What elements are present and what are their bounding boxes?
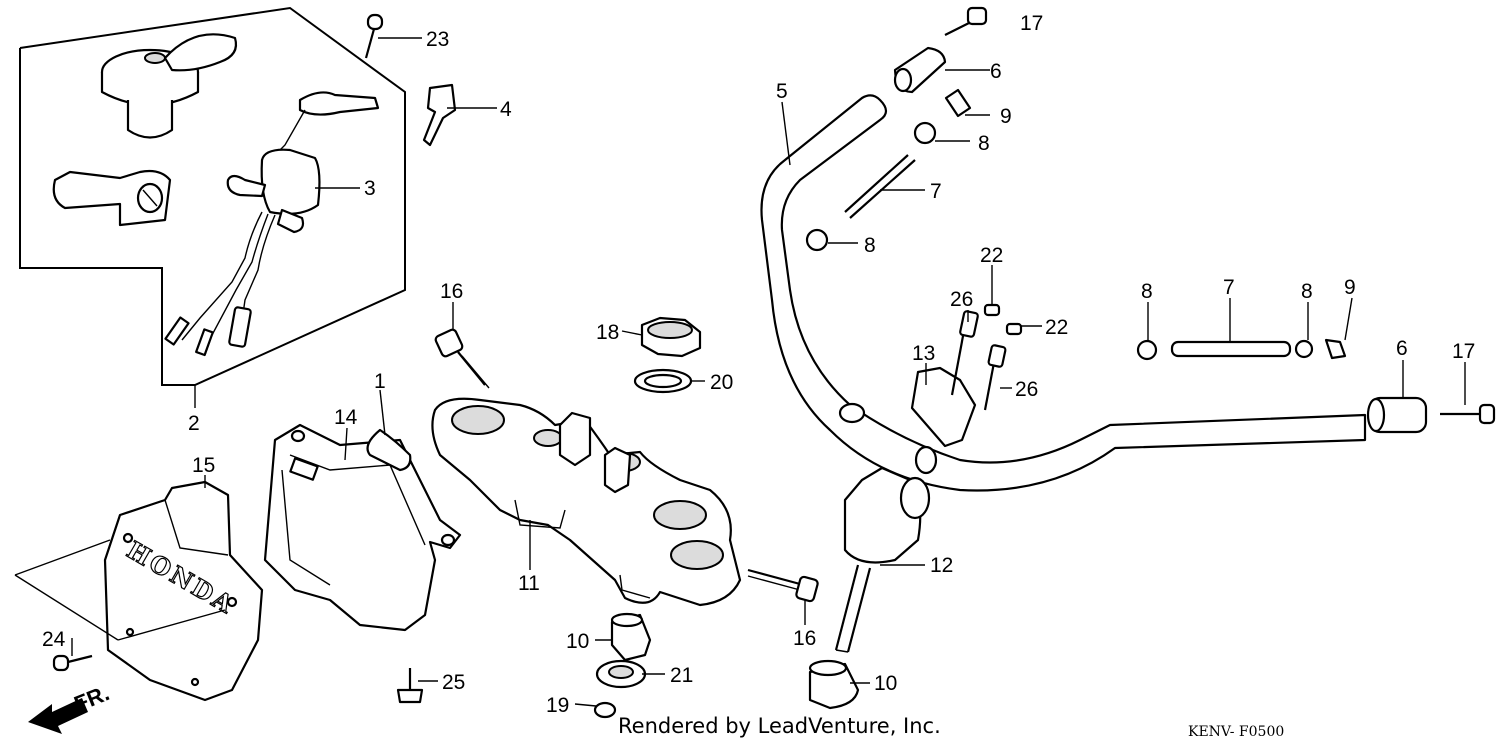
callout-5: 5 bbox=[776, 80, 788, 103]
handlebar-weight-right bbox=[1366, 396, 1496, 434]
callout-20: 20 bbox=[710, 371, 733, 394]
callout-17-upper: 17 bbox=[1020, 12, 1043, 35]
callout-8-right-a: 8 bbox=[1141, 280, 1153, 303]
diagram-code: KENV- F0500 bbox=[1188, 724, 1285, 740]
rubber-cushion-left bbox=[610, 612, 652, 662]
callout-26-upper: 26 bbox=[950, 288, 973, 311]
callout-26-lower: 26 bbox=[1015, 378, 1038, 401]
front-direction-label: FR. bbox=[71, 680, 113, 716]
callout-22-upper: 22 bbox=[980, 244, 1003, 267]
front-direction-arrow: FR. bbox=[28, 680, 113, 734]
ignition-switch-group bbox=[19, 6, 457, 386]
callout-17-right: 17 bbox=[1452, 340, 1475, 363]
callout-16-lower: 16 bbox=[793, 627, 816, 650]
callout-24: 24 bbox=[42, 628, 66, 651]
handlebar bbox=[760, 94, 1367, 492]
callout-8-left: 8 bbox=[864, 234, 876, 257]
handlebar-holder bbox=[910, 366, 977, 448]
nut-19 bbox=[593, 701, 617, 719]
rod-7-upper bbox=[844, 154, 909, 213]
callout-6-right: 6 bbox=[1396, 337, 1408, 360]
render-credit: Rendered by LeadVenture, Inc. bbox=[618, 714, 941, 738]
nut-8-d bbox=[1294, 339, 1314, 359]
callout-19: 19 bbox=[546, 694, 569, 717]
collar-9-right bbox=[1324, 338, 1347, 360]
emblem-cover: HONDA bbox=[14, 480, 264, 702]
callout-8-right-b: 8 bbox=[1301, 280, 1313, 303]
rod-7-right bbox=[1170, 340, 1292, 358]
callout-6-upper: 6 bbox=[990, 60, 1002, 83]
screw-24 bbox=[52, 654, 93, 672]
callout-3: 3 bbox=[364, 177, 376, 200]
callout-1: 1 bbox=[374, 370, 386, 393]
callout-25: 25 bbox=[442, 671, 465, 694]
callout-13: 13 bbox=[912, 342, 935, 365]
callout-4: 4 bbox=[500, 98, 512, 121]
bolt-16-upper bbox=[434, 328, 490, 389]
callout-7-upper: 7 bbox=[930, 180, 942, 203]
callout-18: 18 bbox=[596, 321, 619, 344]
callout-9-upper: 9 bbox=[1000, 105, 1012, 128]
callout-23: 23 bbox=[426, 28, 449, 51]
top-bridge bbox=[431, 397, 742, 607]
steering-stem bbox=[834, 466, 931, 653]
handlebar-weight-upper bbox=[893, 6, 988, 94]
callout-2: 2 bbox=[188, 412, 200, 435]
callout-7-right: 7 bbox=[1223, 276, 1235, 299]
callout-15: 15 bbox=[192, 454, 215, 477]
callout-9-right: 9 bbox=[1344, 276, 1356, 299]
nut-8-a bbox=[913, 121, 937, 145]
callout-21: 21 bbox=[670, 664, 693, 687]
callout-16-upper: 16 bbox=[440, 280, 463, 303]
bolt-16-lower bbox=[747, 568, 819, 603]
steering-stem-nut bbox=[640, 316, 702, 358]
callout-numbers: 23 4 3 2 5 17 6 9 8 7 8 22 26 22 13 26 8… bbox=[42, 12, 1475, 717]
wire-clip bbox=[366, 428, 412, 472]
meter-case bbox=[263, 423, 462, 632]
collar-9-upper bbox=[944, 88, 972, 118]
nut-8-b bbox=[805, 228, 829, 252]
callout-22-lower: 22 bbox=[1045, 316, 1068, 339]
rubber-cushion-right bbox=[808, 659, 860, 710]
leader-lines bbox=[71, 37, 1466, 707]
callout-10-left: 10 bbox=[566, 630, 589, 653]
callout-10-right: 10 bbox=[874, 672, 897, 695]
callout-8-upper: 8 bbox=[978, 132, 990, 155]
callout-11: 11 bbox=[518, 572, 540, 595]
callout-12: 12 bbox=[930, 554, 953, 577]
nut-8-c bbox=[1136, 339, 1158, 361]
callout-14: 14 bbox=[334, 406, 358, 429]
bolt-25 bbox=[396, 668, 424, 704]
